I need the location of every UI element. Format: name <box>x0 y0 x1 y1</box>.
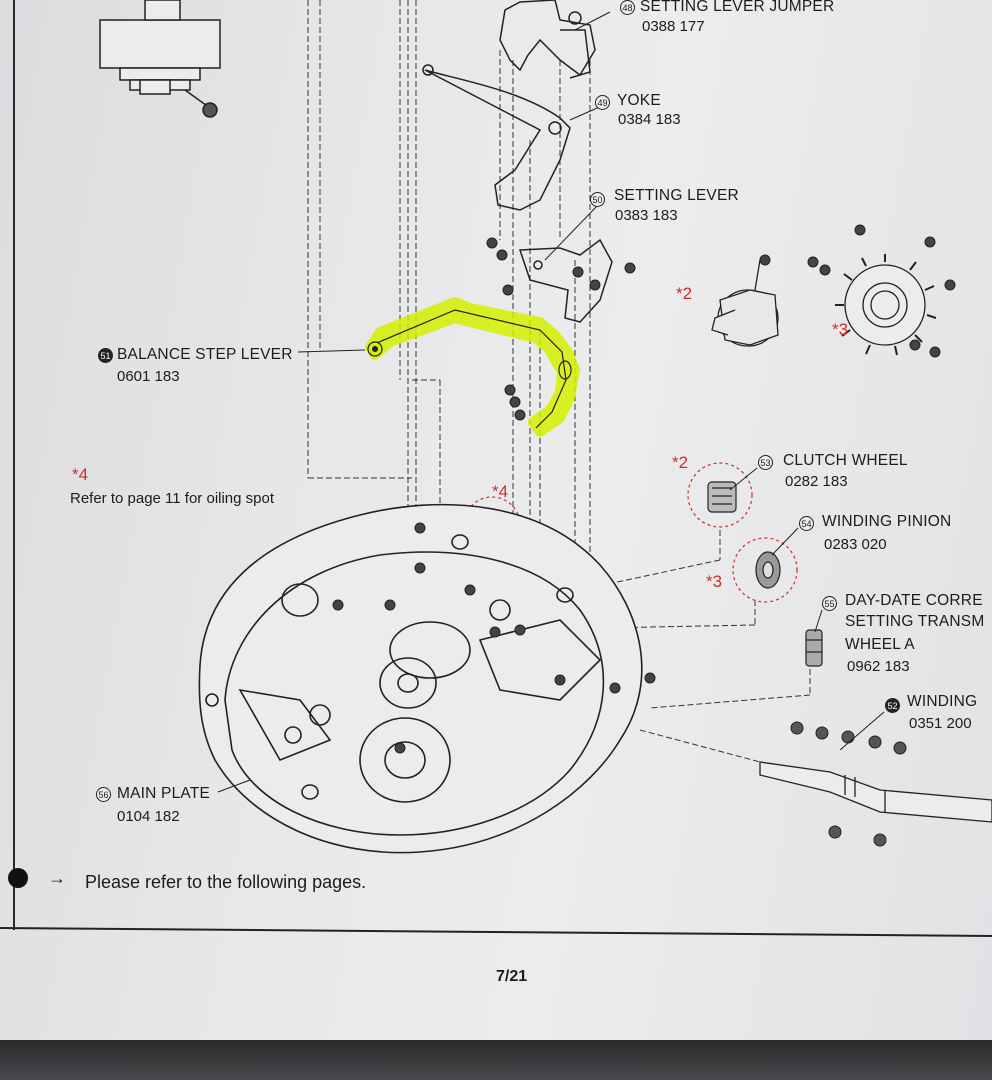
setting-lever-jumper-code: 0388 177 <box>642 18 705 35</box>
part-num-50: 50 <box>590 192 605 207</box>
balance-step-lever-code: 0601 183 <box>117 368 180 385</box>
legend-text: Please refer to the following pages. <box>85 872 367 892</box>
oiling-note: Refer to page 11 for oiling spot <box>70 490 275 507</box>
winding-pinion-code: 0283 020 <box>824 536 887 553</box>
marker-star4-left: *4 <box>72 465 89 484</box>
part-num-49: 49 <box>595 95 610 110</box>
yoke-label: YOKE <box>617 92 661 109</box>
clutch-wheel-code: 0282 183 <box>785 473 848 490</box>
manual-page: 48 SETTING LEVER JUMPER 0388 177 49 YOKE… <box>0 0 992 1050</box>
day-date-label-2: SETTING TRANSM <box>845 613 985 630</box>
yoke-code: 0384 183 <box>618 111 681 128</box>
oil-indicators <box>486 224 956 421</box>
marker-star3-pinion: *3 <box>706 572 723 591</box>
star2-gear-part <box>711 259 779 347</box>
leader-lines <box>217 11 885 793</box>
legend-bullet <box>8 868 28 888</box>
part-num-48: 48 <box>620 0 635 15</box>
balance-step-lever-part <box>365 297 580 437</box>
part-num-55: 55 <box>822 596 837 611</box>
stem-oil-indicators <box>790 721 907 847</box>
winding-pinion-label: WINDING PINION <box>822 513 952 530</box>
setting-lever-label: SETTING LEVER <box>614 187 739 204</box>
page-number: 7/21 <box>496 968 528 985</box>
day-date-label-1: DAY-DATE CORRE <box>845 592 983 609</box>
part-num-52: 52 <box>885 698 900 713</box>
setting-lever-jumper-part <box>499 0 596 79</box>
main-plate-part <box>198 503 643 854</box>
balance-step-lever-label: BALANCE STEP LEVER <box>117 346 293 363</box>
part-num-53: 53 <box>758 455 773 470</box>
part-num-51: 51 <box>98 348 113 363</box>
clutch-wheel-label: CLUTCH WHEEL <box>783 452 908 469</box>
setting-lever-part <box>518 238 613 323</box>
setting-lever-code: 0383 183 <box>615 207 678 224</box>
exploded-diagram <box>0 0 992 937</box>
main-plate-code: 0104 182 <box>117 808 180 825</box>
clutch-wheel-part <box>707 481 737 513</box>
part-num-54: 54 <box>799 516 814 531</box>
winding-stem-code: 0351 200 <box>909 715 972 732</box>
day-date-code: 0962 183 <box>847 658 910 675</box>
part-num-56: 56 <box>96 787 111 802</box>
yoke-part <box>422 64 571 211</box>
day-date-wheel-part <box>805 629 823 667</box>
day-date-label-3: WHEEL A <box>845 636 915 653</box>
bottom-rule <box>0 927 992 937</box>
winding-pinion-part <box>755 551 781 589</box>
marker-star3-top: *3 <box>832 320 849 339</box>
marker-star2-top: *2 <box>676 284 693 303</box>
legend-arrow: → <box>48 868 66 888</box>
main-plate-label: MAIN PLATE <box>117 785 211 802</box>
plate-oil-indicators <box>332 522 656 754</box>
marker-star4-mid: *4 <box>492 482 509 501</box>
marker-star2-clutch: *2 <box>672 453 689 472</box>
setting-lever-jumper-label: SETTING LEVER JUMPER <box>640 0 835 15</box>
top-left-component <box>99 0 221 118</box>
winding-stem-label: WINDING <box>907 693 978 710</box>
desk-background <box>0 1040 992 1080</box>
star3-gear-part <box>835 254 937 356</box>
winding-stem-part <box>759 761 992 823</box>
